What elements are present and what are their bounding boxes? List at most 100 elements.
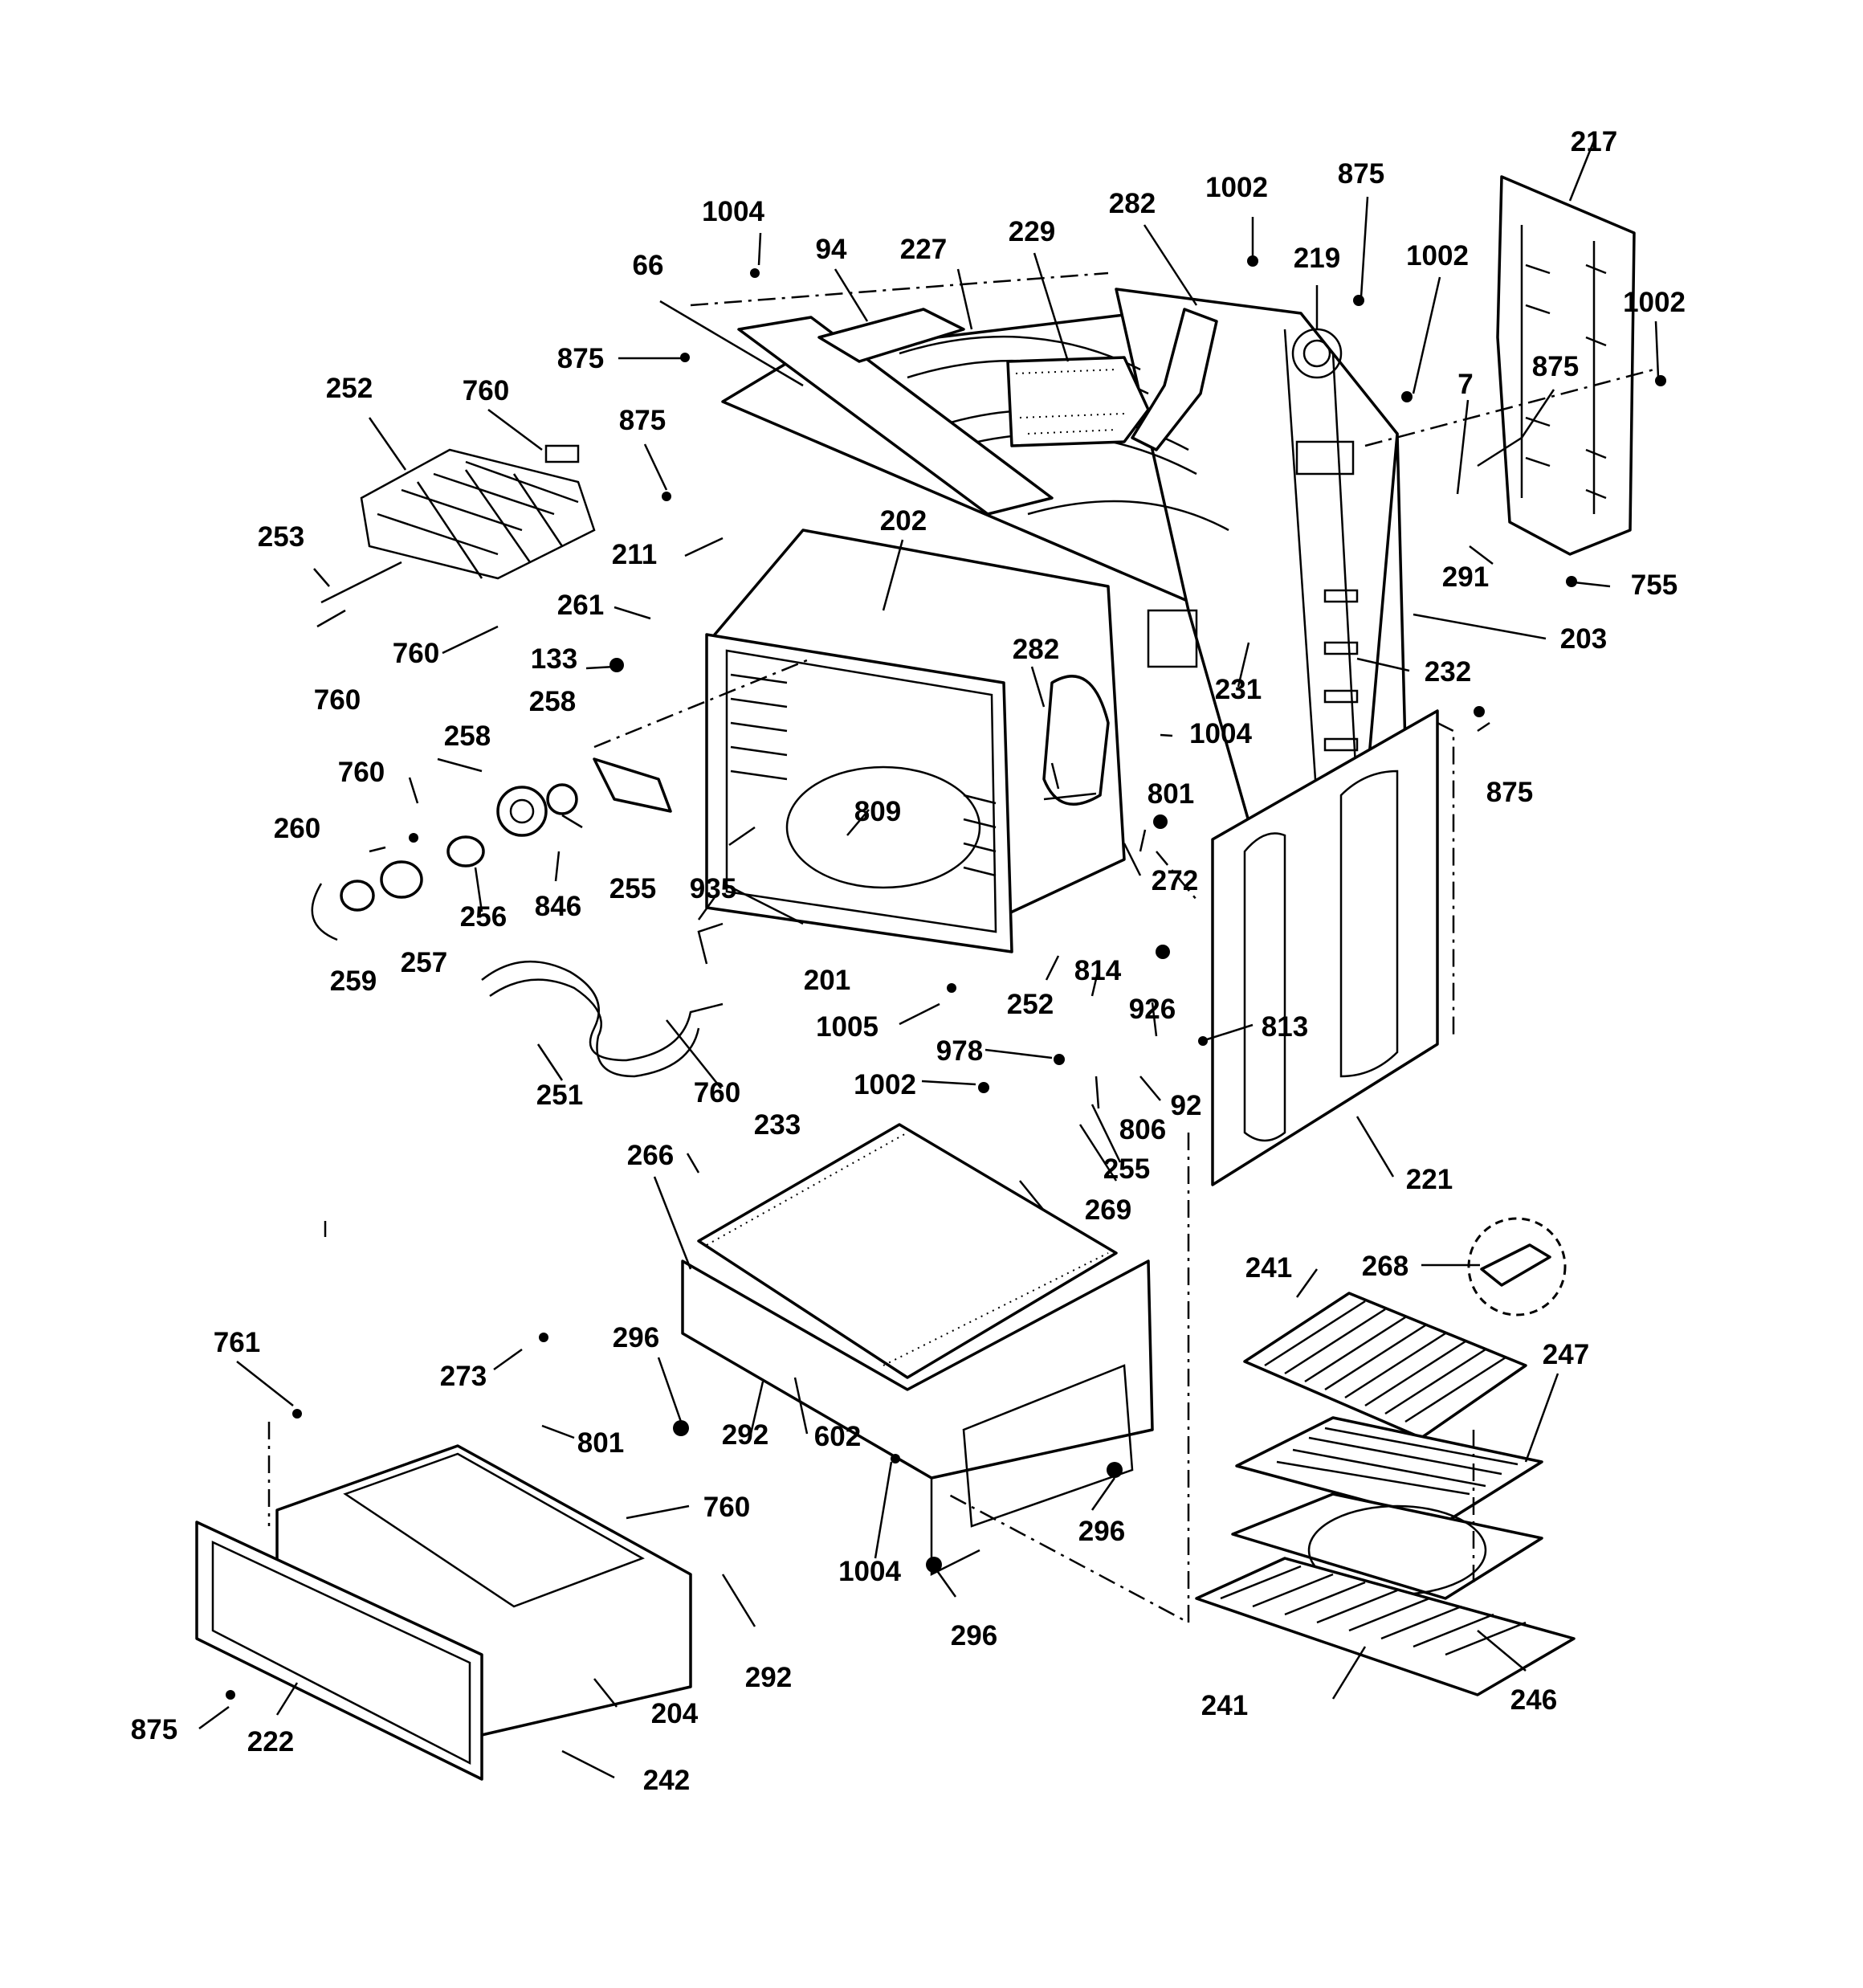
insulation-229 <box>1006 356 1150 447</box>
callout-label: 252 <box>1007 989 1054 1020</box>
fasteners <box>226 255 1666 1700</box>
storage-drawer-204 <box>195 1444 692 1781</box>
callout-label: 755 <box>1631 569 1678 601</box>
drawer-frame-266 <box>681 1123 1154 1577</box>
callout-label: 760 <box>694 1077 740 1108</box>
callout-labels: 217 1004 282 1002 875 94 227 229 219 100… <box>131 126 1686 1796</box>
callout-label: 1004 <box>702 196 764 227</box>
callout-label: 219 <box>1294 243 1340 274</box>
callout-label: 217 <box>1571 126 1617 157</box>
callout-label: 258 <box>529 686 576 717</box>
callout-label: 255 <box>1103 1153 1150 1185</box>
top-brackets <box>737 308 1054 516</box>
detail-circle-268 <box>1467 1217 1567 1316</box>
part-drawings <box>195 175 1666 1781</box>
callout-label: 875 <box>619 405 666 436</box>
callout-label: 221 <box>1406 1164 1453 1195</box>
callout-label: 282 <box>1109 188 1156 219</box>
callout-label: 296 <box>613 1322 659 1353</box>
callout-label: 760 <box>463 375 509 406</box>
callout-label: 875 <box>557 343 604 374</box>
callout-label: 875 <box>1486 777 1533 808</box>
callout-label: 926 <box>1129 994 1176 1025</box>
callout-label: 7 <box>1457 369 1473 400</box>
callout-label: 241 <box>1201 1690 1248 1721</box>
callout-label: 201 <box>804 965 850 996</box>
callout-label: 269 <box>1085 1194 1131 1226</box>
callout-label: 760 <box>314 684 361 716</box>
callout-label: 272 <box>1152 865 1198 896</box>
callout-label: 978 <box>936 1035 983 1067</box>
callout-label: 282 <box>1013 634 1059 665</box>
callout-label: 259 <box>330 965 377 997</box>
callout-label: 875 <box>1338 158 1384 190</box>
callout-label: 233 <box>754 1109 801 1141</box>
callout-label: 246 <box>1510 1684 1557 1716</box>
callout-label: 1002 <box>1623 287 1686 318</box>
callout-label: 291 <box>1442 561 1489 593</box>
callout-label: 229 <box>1009 216 1055 247</box>
callout-label: 268 <box>1362 1251 1408 1282</box>
callout-label: 256 <box>460 901 507 933</box>
callout-label: 875 <box>1532 351 1579 382</box>
callout-label: 814 <box>1074 955 1122 986</box>
callout-label: 296 <box>951 1620 997 1651</box>
callout-label: 292 <box>722 1419 768 1451</box>
callout-label: 809 <box>854 796 901 827</box>
knob-assembly <box>311 757 672 941</box>
callout-label: 261 <box>557 590 604 621</box>
callout-label: 257 <box>401 947 447 978</box>
callout-label: 251 <box>536 1080 583 1111</box>
callout-label: 255 <box>609 873 656 904</box>
callout-label: 1004 <box>1189 718 1252 749</box>
back-panel-217 <box>1496 175 1636 556</box>
broil-element-252 <box>316 444 596 628</box>
callout-label: 602 <box>814 1421 861 1452</box>
callout-label: 66 <box>633 250 664 281</box>
callout-label: 1005 <box>816 1011 879 1043</box>
callout-label: 846 <box>535 891 581 922</box>
callout-label: 1002 <box>1205 172 1268 203</box>
callout-label: 253 <box>258 521 304 553</box>
callout-label: 1002 <box>1406 240 1469 271</box>
oven-racks <box>1195 1292 1576 1696</box>
vent-duct-282 <box>1131 308 1218 451</box>
callout-label: 203 <box>1560 623 1607 655</box>
callout-label: 875 <box>131 1714 177 1745</box>
callout-label: 260 <box>274 813 320 844</box>
callout-label: 222 <box>247 1726 294 1757</box>
callout-label: 296 <box>1078 1516 1125 1547</box>
callout-label: 292 <box>745 1662 792 1693</box>
oven-cavity-201 <box>705 529 1126 953</box>
callout-label: 227 <box>900 234 947 265</box>
callout-label: 94 <box>816 234 847 265</box>
callout-label: 273 <box>440 1361 487 1392</box>
callout-label: 241 <box>1245 1252 1292 1284</box>
callout-label: 266 <box>627 1140 674 1171</box>
callout-label: 247 <box>1543 1339 1589 1370</box>
callout-label: 242 <box>643 1765 690 1796</box>
callout-label: 1002 <box>854 1069 916 1100</box>
callout-label: 258 <box>444 720 491 752</box>
bake-element-251 <box>481 922 724 1078</box>
callout-label: 211 <box>612 539 657 570</box>
callout-label: 760 <box>338 757 385 788</box>
callout-label: 252 <box>326 373 373 404</box>
callout-label: 813 <box>1262 1011 1308 1043</box>
callout-label: 204 <box>651 1698 699 1729</box>
callout-label: 202 <box>880 505 927 537</box>
callout-label: 231 <box>1215 674 1262 705</box>
callout-label: 92 <box>1171 1090 1202 1121</box>
callout-label: 935 <box>690 873 736 904</box>
leader-lines <box>198 140 1660 1779</box>
side-panel-221 <box>1211 709 1455 1186</box>
callout-label: 806 <box>1119 1114 1166 1145</box>
construction-lines <box>267 271 1655 1625</box>
callout-label: 232 <box>1425 656 1471 688</box>
callout-label: 133 <box>531 643 577 675</box>
callout-label: 760 <box>703 1492 750 1523</box>
callout-label: 801 <box>1148 778 1194 810</box>
callout-label: 801 <box>577 1427 624 1459</box>
callout-label: 761 <box>214 1327 260 1358</box>
